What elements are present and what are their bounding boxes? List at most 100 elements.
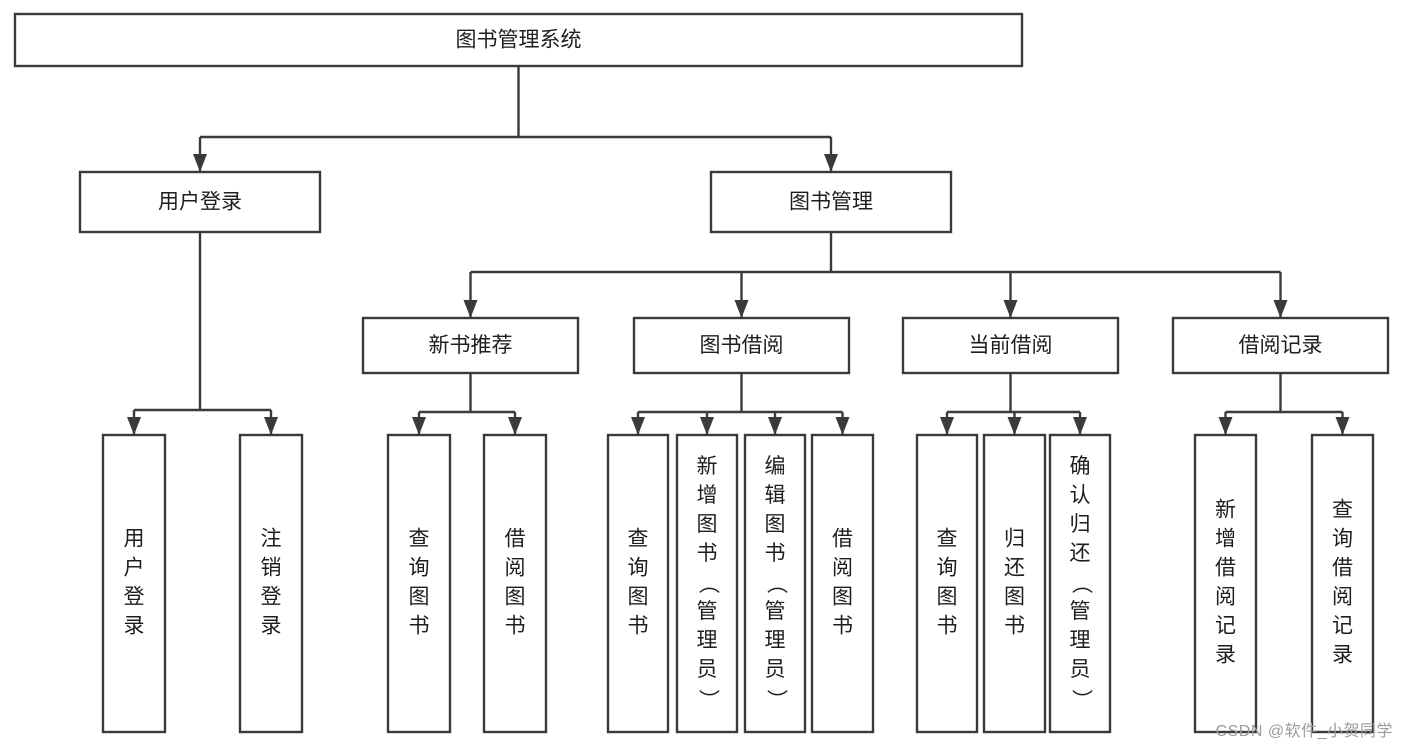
node-label-char: 借 xyxy=(1215,557,1236,580)
node-label-char: 销 xyxy=(261,557,282,580)
node-leaf-query-book-3[interactable]: 查询图书查询图书 xyxy=(915,433,979,734)
node-box-leaf-borrow-book-rec xyxy=(482,433,548,734)
node-label-char: 书 xyxy=(628,615,649,638)
node-label-book-manage: 图书管理 xyxy=(789,191,873,214)
node-label-book-borrow: 图书借阅 xyxy=(700,334,784,357)
node-label-char: 查 xyxy=(937,528,958,551)
connectors-layer xyxy=(127,66,1350,435)
node-label-char: 借 xyxy=(1332,557,1353,580)
node-user-login[interactable]: 用户登录 xyxy=(78,170,322,234)
arrow-head-icon xyxy=(700,417,714,435)
node-box-leaf-query-book-3 xyxy=(915,433,979,734)
node-label-char: 理 xyxy=(1070,629,1091,652)
node-box-leaf-user-login xyxy=(101,433,167,734)
node-box-current-borrow xyxy=(901,316,1120,375)
node-current-borrow[interactable]: 当前借阅 xyxy=(901,316,1120,375)
node-leaf-query-book-rec[interactable]: 查询图书查询图书 xyxy=(386,433,452,734)
node-label-char: 录 xyxy=(1215,644,1236,667)
node-label-char: 书 xyxy=(1004,615,1025,638)
node-label-char: 阅 xyxy=(1332,586,1353,609)
node-box-leaf-confirm-return xyxy=(1048,433,1112,734)
node-label-char: 图 xyxy=(697,513,718,536)
arrow-head-icon xyxy=(824,154,838,172)
arrow-head-icon xyxy=(463,300,478,318)
node-label-char: 管 xyxy=(765,600,786,623)
node-label-char: 查 xyxy=(409,528,430,551)
node-label-char: （ xyxy=(764,573,787,594)
node-label-char: 记 xyxy=(1332,615,1353,638)
node-label-borrow-record: 借阅记录 xyxy=(1239,334,1323,357)
node-box-book-borrow xyxy=(632,316,851,375)
node-root[interactable]: 图书管理系统 xyxy=(13,12,1024,68)
node-label-char: 图 xyxy=(628,586,649,609)
node-label-char: 书 xyxy=(937,615,958,638)
node-label-current-borrow: 当前借阅 xyxy=(969,334,1053,357)
node-box-leaf-add-book xyxy=(675,433,739,734)
node-label-char: 还 xyxy=(1070,542,1091,565)
node-label-char: 认 xyxy=(1070,484,1091,507)
node-label-char: 询 xyxy=(409,557,430,580)
node-label-char: 图 xyxy=(832,586,853,609)
node-leaf-query-book-2[interactable]: 查询图书查询图书 xyxy=(606,433,670,734)
node-box-leaf-query-record xyxy=(1310,433,1375,734)
arrow-head-icon xyxy=(127,417,141,435)
node-label-char: 归 xyxy=(1004,528,1025,551)
node-label-char: 查 xyxy=(628,528,649,551)
node-label-char: 录 xyxy=(1332,644,1353,667)
node-label-char: ） xyxy=(696,689,719,710)
node-leaf-add-record[interactable]: 新增借阅记录新增借阅记录 xyxy=(1193,433,1258,734)
node-label-char: （ xyxy=(1069,573,1092,594)
node-label-char: 询 xyxy=(937,557,958,580)
node-leaf-query-record[interactable]: 查询借阅记录查询借阅记录 xyxy=(1310,433,1375,734)
node-box-leaf-return-book xyxy=(982,433,1047,734)
node-label-char: 书 xyxy=(765,542,786,565)
node-label-char: 记 xyxy=(1215,615,1236,638)
node-leaf-borrow-book-2[interactable]: 借阅图书借阅图书 xyxy=(810,433,875,734)
node-label-char: 图 xyxy=(505,586,526,609)
node-label-char: 书 xyxy=(505,615,526,638)
node-label-char: 询 xyxy=(1332,528,1353,551)
node-leaf-logout[interactable]: 注销登录注销登录 xyxy=(238,433,304,734)
node-label-char: 增 xyxy=(697,484,718,507)
node-label-char: 登 xyxy=(124,586,145,609)
node-label-char: 员 xyxy=(765,658,786,681)
node-box-new-book-rec xyxy=(361,316,580,375)
node-label-char: 图 xyxy=(1004,586,1025,609)
node-label-char: 借 xyxy=(505,528,526,551)
arrow-head-icon xyxy=(1007,417,1022,435)
node-label-char: ） xyxy=(1069,689,1092,710)
node-book-manage[interactable]: 图书管理 xyxy=(709,170,953,234)
node-box-leaf-query-book-2 xyxy=(606,433,670,734)
node-label-char: 理 xyxy=(697,629,718,652)
node-leaf-return-book[interactable]: 归还图书归还图书 xyxy=(982,433,1047,734)
node-label-char: 登 xyxy=(261,586,282,609)
node-label-char: 录 xyxy=(261,615,282,638)
node-leaf-borrow-book-rec[interactable]: 借阅图书借阅图书 xyxy=(482,433,548,734)
arrow-head-icon xyxy=(1003,300,1018,318)
node-leaf-user-login[interactable]: 用户登录用户登录 xyxy=(101,433,167,734)
node-label-char: 员 xyxy=(697,658,718,681)
node-label-char: 管 xyxy=(1070,600,1091,623)
node-label-char: 阅 xyxy=(1215,586,1236,609)
node-label-char: ） xyxy=(764,689,787,710)
node-box-user-login xyxy=(78,170,322,234)
node-box-leaf-logout xyxy=(238,433,304,734)
node-book-borrow[interactable]: 图书借阅 xyxy=(632,316,851,375)
node-label-char: 新 xyxy=(697,455,718,478)
node-borrow-record[interactable]: 借阅记录 xyxy=(1171,316,1390,375)
arrow-head-icon xyxy=(631,417,645,435)
node-label-char: 阅 xyxy=(505,557,526,580)
node-new-book-rec[interactable]: 新书推荐 xyxy=(361,316,580,375)
node-label-char: 书 xyxy=(409,615,430,638)
arrow-head-icon xyxy=(264,417,278,435)
node-label-char: 编 xyxy=(765,455,786,478)
arrow-head-icon xyxy=(1273,300,1288,318)
node-label-char: （ xyxy=(696,573,719,594)
arrow-head-icon xyxy=(734,300,749,318)
node-box-leaf-add-record xyxy=(1193,433,1258,734)
node-label-char: 图 xyxy=(765,513,786,536)
